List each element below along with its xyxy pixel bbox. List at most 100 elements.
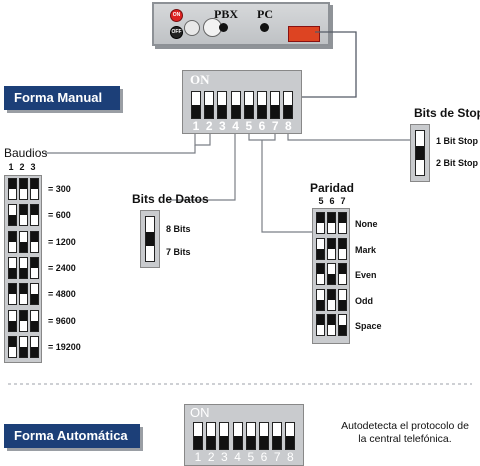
parity-switch-knob <box>339 264 346 274</box>
baud-switch-knob <box>20 205 27 216</box>
baud-rate-label: = 300 <box>48 184 71 194</box>
parity-option-label: None <box>355 219 378 229</box>
parity-column-label: 5 <box>318 196 324 206</box>
stop-switch-slot <box>415 130 425 176</box>
parity-switch-slot <box>327 237 336 260</box>
auto-switch-knob <box>233 436 242 449</box>
stop-switch-knob <box>416 146 424 160</box>
baud-switch-slot <box>30 178 39 200</box>
baud-switch-knob <box>20 284 27 295</box>
manual-switch-knob <box>258 105 266 118</box>
baud-switch-knob <box>31 231 38 242</box>
device-to-switch-line <box>300 31 357 98</box>
auto-switch-number: 1 <box>194 450 202 464</box>
indicator-lamp <box>184 20 200 36</box>
baud-rate-label: = 9600 <box>48 315 76 326</box>
manual-switch-number: 4 <box>232 119 239 133</box>
parity-switch-knob <box>328 274 335 284</box>
baud-switch-knob <box>31 294 38 305</box>
manual-on-label: ON <box>190 72 210 87</box>
baud-switch-knob <box>9 320 16 331</box>
auto-switch-7 <box>272 422 283 450</box>
auto-switch-number: 7 <box>273 450 281 464</box>
baud-switch-slot <box>19 178 28 200</box>
parity-switch-knob <box>328 315 335 325</box>
pbx-pc-device: ON OFF PBX PC <box>152 2 330 46</box>
manual-switch-knob <box>284 105 293 118</box>
baud-rate-label: = 600 <box>48 210 71 221</box>
on-led: ON <box>170 9 183 22</box>
baud-column-label: 2 <box>19 162 25 172</box>
auto-switch-4 <box>232 422 243 450</box>
baud-switch-slot <box>19 204 28 227</box>
manual-switch-8 <box>283 91 294 119</box>
automatic-description-line-2: la central telefónica. <box>358 433 452 445</box>
baud-switch-knob <box>20 241 27 252</box>
baud-switch-slot <box>30 335 39 358</box>
manual-switch-number: 7 <box>271 119 279 133</box>
paridad-title: Paridad <box>310 181 355 195</box>
automatic-description: Autodetecta el protocolo de la central t… <box>330 420 480 446</box>
baud-switch-slot <box>19 309 28 332</box>
automatic-description-line-1: Autodetecta el protocolo de <box>341 420 469 432</box>
pbx-port <box>219 23 228 32</box>
parity-switch-slot <box>316 237 325 260</box>
manual-switch-3 <box>217 91 228 119</box>
parity-switch-block <box>312 208 350 344</box>
auto-switch-2 <box>206 422 217 450</box>
baud-switch-slot <box>8 309 17 332</box>
manual-switch-2 <box>204 91 215 119</box>
baud-switch-slot <box>30 283 39 306</box>
manual-switch-number: 6 <box>258 119 266 133</box>
auto-switch-1 <box>193 422 203 450</box>
manual-switch-knob <box>192 105 200 118</box>
parity-switch-knob <box>317 264 324 274</box>
baud-switch-knob <box>20 310 27 321</box>
manual-switch-number: 5 <box>245 119 253 133</box>
baud-switch-knob <box>31 257 38 268</box>
off-led: OFF <box>170 26 183 39</box>
stop-bit-line <box>287 132 410 141</box>
manual-switch-knob <box>271 105 280 118</box>
parity-column-label: 7 <box>340 196 346 206</box>
baud-switch-knob <box>31 320 38 331</box>
parity-switch-slot <box>338 288 347 311</box>
baud-switch-slot <box>8 256 17 279</box>
parity-switch-knob <box>328 289 335 300</box>
baud-switch-knob <box>20 179 27 189</box>
baud-rate-label: = 19200 <box>48 341 81 352</box>
manual-switch-knob <box>231 105 240 118</box>
pc-port <box>260 23 269 32</box>
parity-switch-knob <box>317 315 324 325</box>
manual-switch-1 <box>191 91 201 119</box>
baud-switch-knob <box>31 346 38 357</box>
pc-label: PC <box>257 7 273 21</box>
baud-switch-slot <box>8 230 17 253</box>
parity-switch-knob <box>317 213 324 223</box>
baud-switch-knob <box>9 179 16 189</box>
parity-switch-slot <box>316 288 325 311</box>
auto-switch-number: 3 <box>221 450 228 464</box>
databits-switch-knob <box>146 232 154 246</box>
parity-switch-knob <box>317 248 324 259</box>
baud-switch-knob <box>9 215 16 226</box>
baud-to-label-line <box>45 145 196 154</box>
auto-switch-knob <box>207 436 216 449</box>
auto-switch-number: 5 <box>247 450 255 464</box>
automatic-mode-banner: Forma Automática <box>4 424 140 448</box>
baud-rate-label: = 1200 <box>48 236 76 247</box>
auto-switch-knob <box>286 436 295 449</box>
baud-switch-block <box>4 175 42 363</box>
parity-switch-knob <box>339 299 346 310</box>
auto-switch-8 <box>285 422 296 450</box>
baud-switch-slot <box>19 283 28 306</box>
manual-switch-6 <box>257 91 267 119</box>
parity-switch-knob <box>339 325 346 335</box>
parity-option-label: Mark <box>355 244 377 255</box>
manual-switch-knob <box>218 105 227 118</box>
auto-switch-knob <box>194 436 202 449</box>
parity-switch-slot <box>327 212 336 234</box>
parity-column-label: 6 <box>329 196 335 206</box>
parity-switch-slot <box>338 212 347 234</box>
